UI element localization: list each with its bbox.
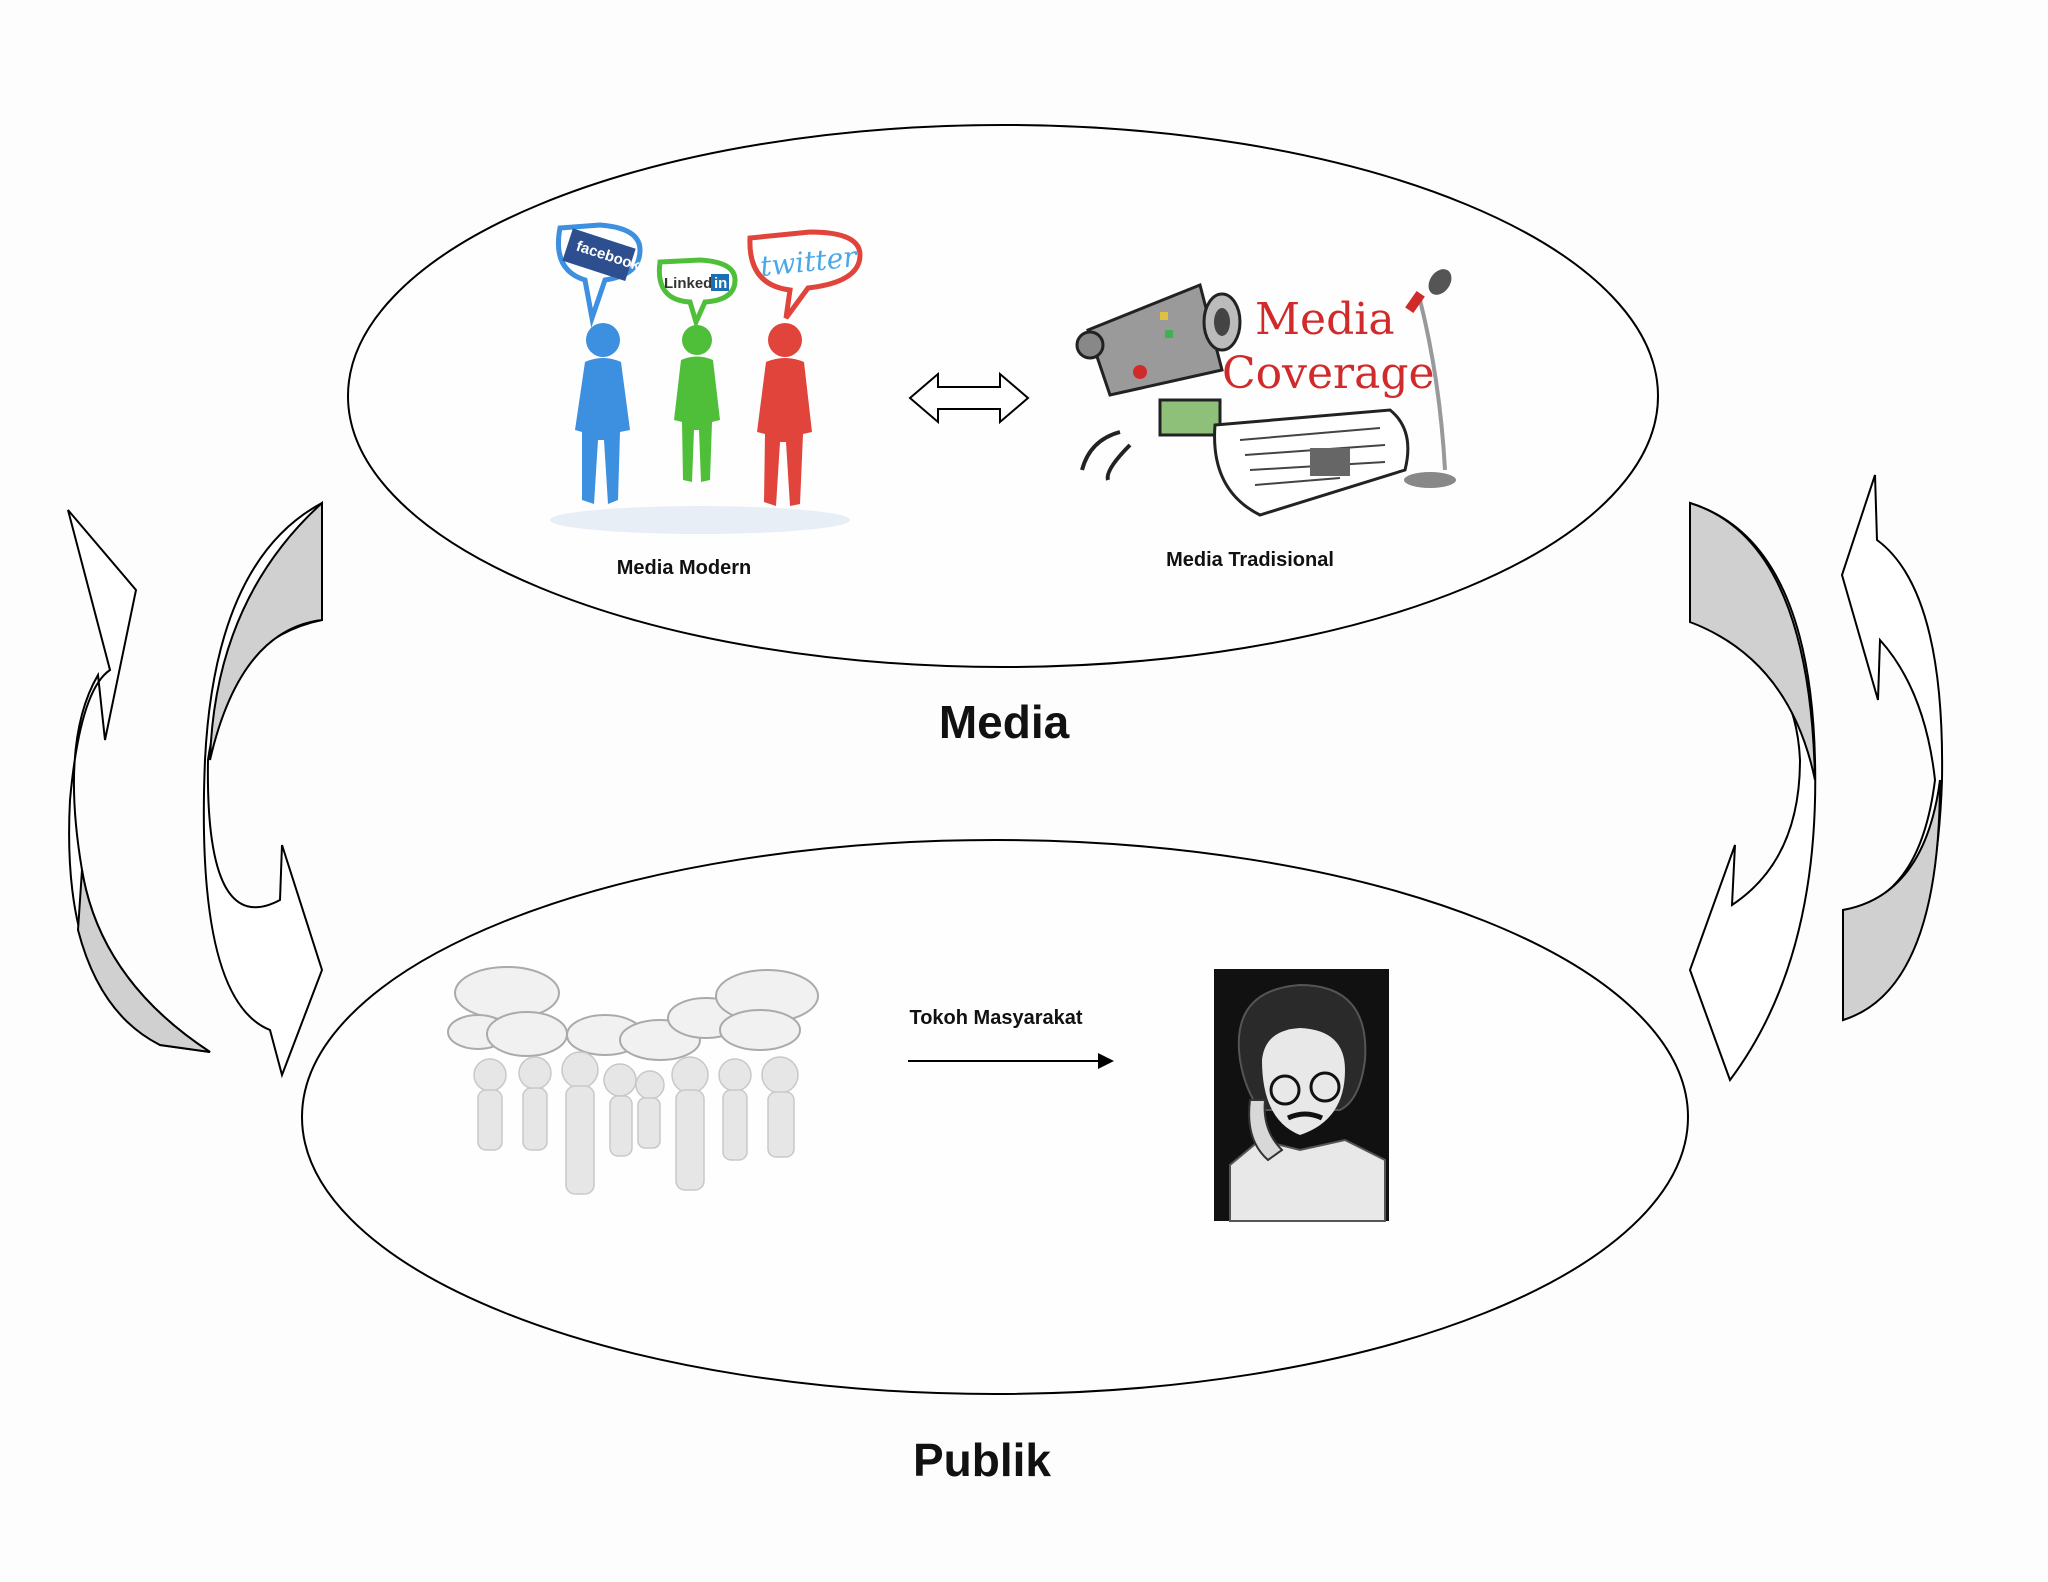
right-cycle-arrows xyxy=(1688,474,1944,1083)
newspaper-icon xyxy=(1213,408,1410,517)
right-arrow-icon xyxy=(908,1053,1114,1069)
person-blue-icon xyxy=(575,323,630,504)
person-red-icon xyxy=(757,323,812,506)
coverage-line2: Coverage xyxy=(1222,348,1435,399)
coverage-line1: Media xyxy=(1255,294,1395,345)
camera-icon xyxy=(1086,282,1224,397)
left-up-arrow-icon xyxy=(67,509,211,1053)
publik-ellipse xyxy=(301,839,1689,1395)
microphone-icon xyxy=(1404,269,1456,488)
media-tradisional-label: Media Tradisional xyxy=(1166,549,1334,571)
tokoh-portrait-image xyxy=(1214,969,1389,1222)
facebook-bubble-icon: facebook xyxy=(555,222,643,328)
person-green-icon xyxy=(674,325,720,482)
media-coverage-image: Media Coverage xyxy=(1075,269,1456,517)
publik-title: Publik xyxy=(913,1434,1051,1486)
left-cycle-arrows xyxy=(67,500,324,1079)
crowd-people-icon xyxy=(473,1051,799,1195)
linkedin-bubble-text: Linked xyxy=(664,275,712,292)
twitter-bubble-icon: twitter xyxy=(747,229,863,320)
media-modern-label: Media Modern xyxy=(617,557,751,579)
linkedin-bubble-icon: Linked in xyxy=(656,257,738,330)
media-modern-image: facebook Linked in twitter xyxy=(550,222,863,534)
tokoh-masyarakat-label: Tokoh Masyarakat xyxy=(909,1007,1082,1029)
linkedin-in-text: in xyxy=(714,275,727,292)
crowd-discussion-image xyxy=(447,966,819,1195)
bidirectional-arrow-icon xyxy=(908,371,1030,425)
media-title: Media xyxy=(939,696,1070,748)
